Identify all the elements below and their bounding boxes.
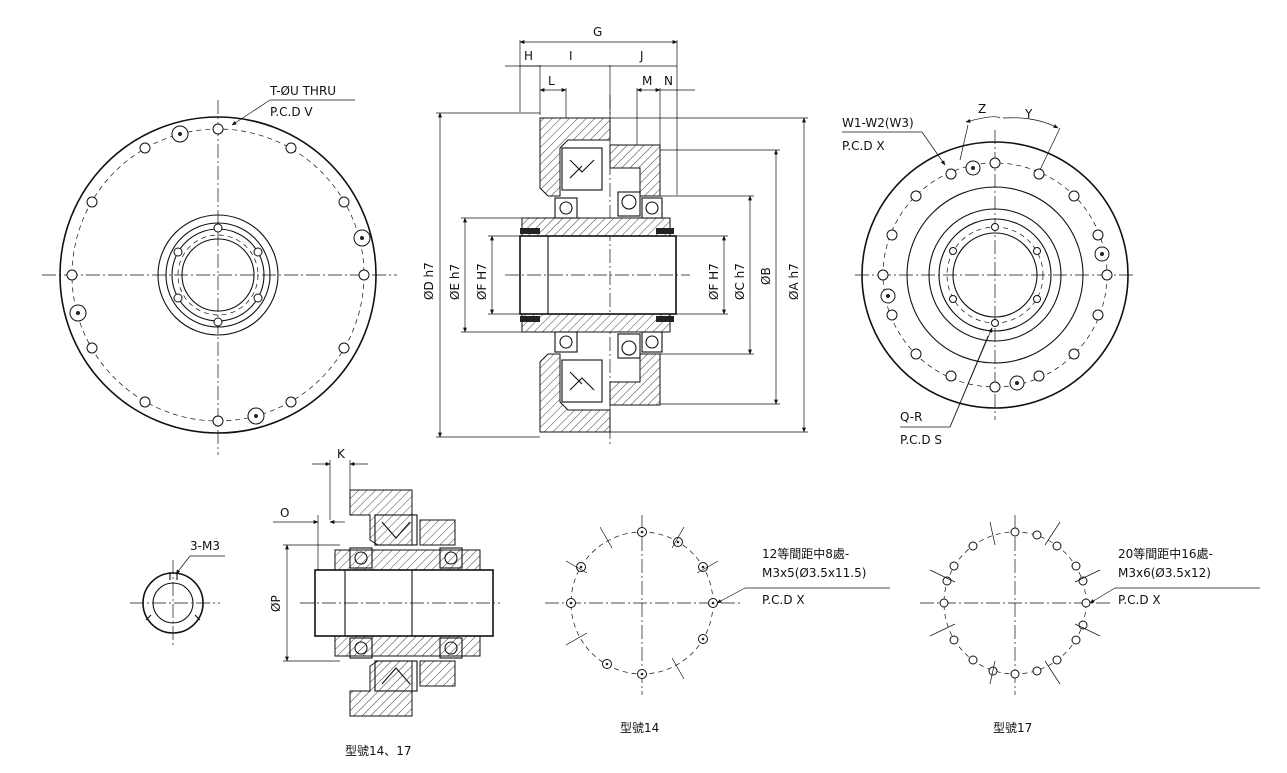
w-holes-label: W1-W2(W3): [842, 116, 914, 130]
pcd-x-label: P.C.D X: [842, 139, 885, 153]
pattern-17-note-2: M3x6(Ø3.5x12): [1118, 566, 1211, 580]
dia-d-label: ØD h7: [422, 262, 436, 300]
front-outer-holes: [66, 123, 371, 427]
section-view: ØD h7 ØE h7 ØF H7 ØF H7 ØC h7 ØB ØA h7 G…: [422, 25, 808, 445]
dia-b-label: ØB: [759, 267, 773, 285]
q-holes-label: Q-R: [900, 410, 922, 424]
dim-i-label: I: [569, 49, 573, 63]
pattern-14-note-2: M3x5(Ø3.5x11.5): [762, 566, 866, 580]
dia-f-right-label: ØF H7: [707, 263, 721, 300]
bearings: [554, 191, 663, 359]
dim-g-label: G: [593, 25, 602, 39]
tapped-holes-label: 3-M3: [190, 539, 220, 553]
dim-z-label: Z: [978, 102, 986, 116]
dia-f-left-label: ØF H7: [475, 263, 489, 300]
detail-section-caption: 型號14、17: [345, 744, 412, 758]
dia-p-label: ØP: [269, 595, 283, 612]
dim-o-label: O: [280, 506, 289, 520]
pcd-v-label: P.C.D V: [270, 105, 313, 119]
dim-n-label: N: [664, 74, 673, 88]
dim-k-label: K: [337, 447, 346, 461]
thru-holes-label: T-ØU THRU: [269, 84, 336, 98]
rear-outer-holes: [877, 157, 1113, 393]
detail-section: K O ØP 型號14、17: [269, 447, 500, 758]
pattern-14-caption: 型號14: [620, 721, 659, 735]
hole-pattern-14: 12等間距中8處- M3x5(Ø3.5x11.5) P.C.D X 型號14: [545, 515, 890, 735]
dia-e-label: ØE h7: [448, 264, 462, 300]
front-inner-holes: [173, 223, 263, 327]
dim-y-label: Y: [1024, 107, 1033, 121]
dim-l-label: L: [548, 74, 555, 88]
front-view: T-ØU THRU P.C.D V: [42, 84, 397, 455]
pattern-17-caption: 型號17: [993, 721, 1032, 735]
hole-pattern-17: 20等間距中16處- M3x6(Ø3.5x12) P.C.D X 型號17: [920, 515, 1260, 735]
dim-j-label: J: [639, 49, 644, 63]
pattern-17-note-1: 20等間距中16處-: [1118, 546, 1213, 561]
pcd-s-label: P.C.D S: [900, 433, 942, 447]
dia-a-label: ØA h7: [787, 263, 801, 300]
pattern-14-pcd: P.C.D X: [762, 593, 805, 607]
dia-c-label: ØC h7: [733, 263, 747, 300]
rear-inner-holes: [949, 223, 1041, 327]
detail-small: 3-M3: [130, 539, 225, 646]
dim-h-label: H: [524, 49, 533, 63]
pattern-17-pcd: P.C.D X: [1118, 593, 1161, 607]
rear-view: Z Y W1-W2(W3) P.C.D X Q-R P.C.D S: [842, 102, 1135, 447]
dim-m-label: M: [642, 74, 652, 88]
pattern-14-note-1: 12等間距中8處-: [762, 546, 849, 561]
